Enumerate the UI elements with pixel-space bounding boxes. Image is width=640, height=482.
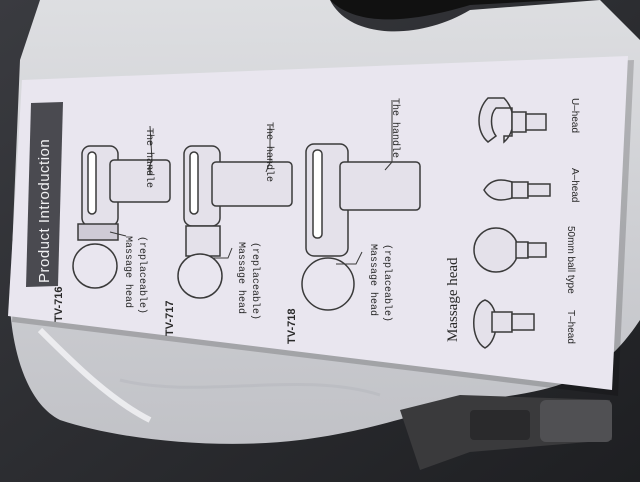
model-label-tv718: TV-718 bbox=[286, 308, 298, 344]
model-label-tv717: TV-717 bbox=[164, 300, 176, 336]
product-intro-banner bbox=[26, 102, 63, 287]
u-head-illustration bbox=[478, 97, 547, 144]
head-label-tv717-line1: Massage head bbox=[235, 242, 246, 315]
head-name-a: A–head bbox=[569, 168, 580, 203]
banner-title: Product Introduction bbox=[36, 138, 53, 283]
head-label-tv718-line2: (replaceable) bbox=[381, 244, 392, 323]
model-label-tv716: TV-716 bbox=[53, 286, 65, 322]
heads-section-title: Massage head bbox=[445, 257, 461, 342]
massage-gun-tv717-illustration bbox=[177, 145, 293, 299]
ball-head-illustration bbox=[473, 227, 547, 273]
head-label-tv717-line2: (replaceable) bbox=[249, 242, 260, 321]
head-label-tv716-line1: Massage head bbox=[122, 236, 133, 309]
head-name-t: T–head bbox=[565, 310, 576, 344]
head-label-tv718-line1: Massage head bbox=[367, 244, 378, 317]
head-label-tv716-line2: (replaceable) bbox=[136, 236, 147, 315]
handle-label-tv716: The handle bbox=[143, 128, 154, 189]
handle-label-tv717: The handle bbox=[263, 122, 274, 183]
head-name-u: U–head bbox=[569, 98, 580, 134]
head-name-ball: 50mm ball type bbox=[565, 226, 576, 294]
black-cable bbox=[330, 0, 560, 20]
massage-gun-tv716-illustration bbox=[72, 145, 171, 289]
handle-label-tv718: The handle bbox=[389, 98, 400, 159]
t-head-illustration bbox=[473, 299, 535, 349]
massage-gun-tv718-illustration bbox=[301, 143, 421, 311]
a-head-illustration bbox=[483, 179, 551, 201]
